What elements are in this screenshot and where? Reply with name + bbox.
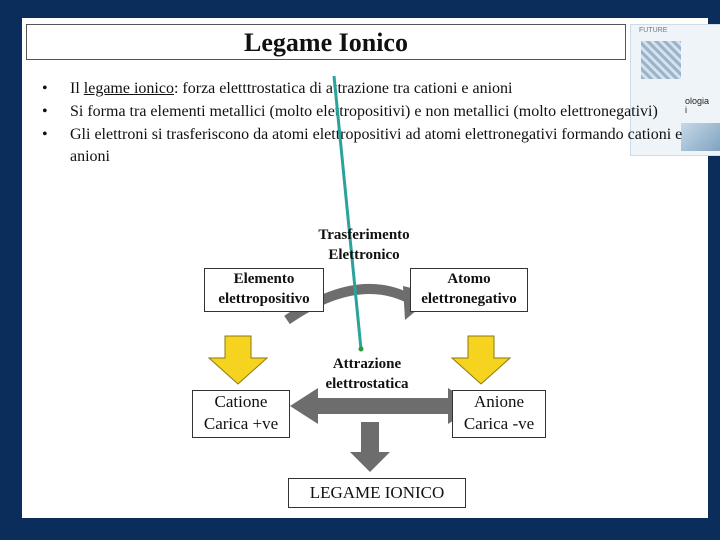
- bullet-term: legame ionico: [83, 80, 174, 97]
- bullet-marker: •: [42, 126, 48, 143]
- pointer-line: [332, 75, 363, 350]
- ionic-bond-diagram: [207, 75, 512, 472]
- anion-down-arrow: [450, 335, 512, 385]
- cation-down-arrow: [207, 335, 269, 385]
- pointer-dot: [358, 346, 364, 352]
- attraction-double-arrow: [290, 388, 476, 424]
- bullet-marker: •: [42, 103, 48, 120]
- bullet-item: • Si forma tra elementi metallici (molto…: [30, 101, 690, 123]
- bullet-marker: •: [42, 80, 48, 97]
- bullet-item: • Gli elettroni si trasferiscono da atom…: [30, 124, 690, 168]
- slide-title: Legame Ionico: [26, 24, 626, 60]
- bullet-item: • Il legame ionico: forza eletttrostatic…: [30, 78, 690, 100]
- logo-tag: FUTURE: [639, 27, 668, 34]
- result-down-arrow: [350, 422, 390, 472]
- bullet-text: Gli elettroni si trasferiscono da atomi …: [70, 126, 683, 165]
- bullet-list: • Il legame ionico: forza eletttrostatic…: [30, 78, 690, 169]
- bullet-text: Si forma tra elementi metallici (molto e…: [70, 103, 658, 120]
- ionic-bond-result-box: LEGAME IONICO: [288, 478, 466, 508]
- logo-image: [641, 41, 681, 79]
- logo-building-image: [681, 123, 720, 151]
